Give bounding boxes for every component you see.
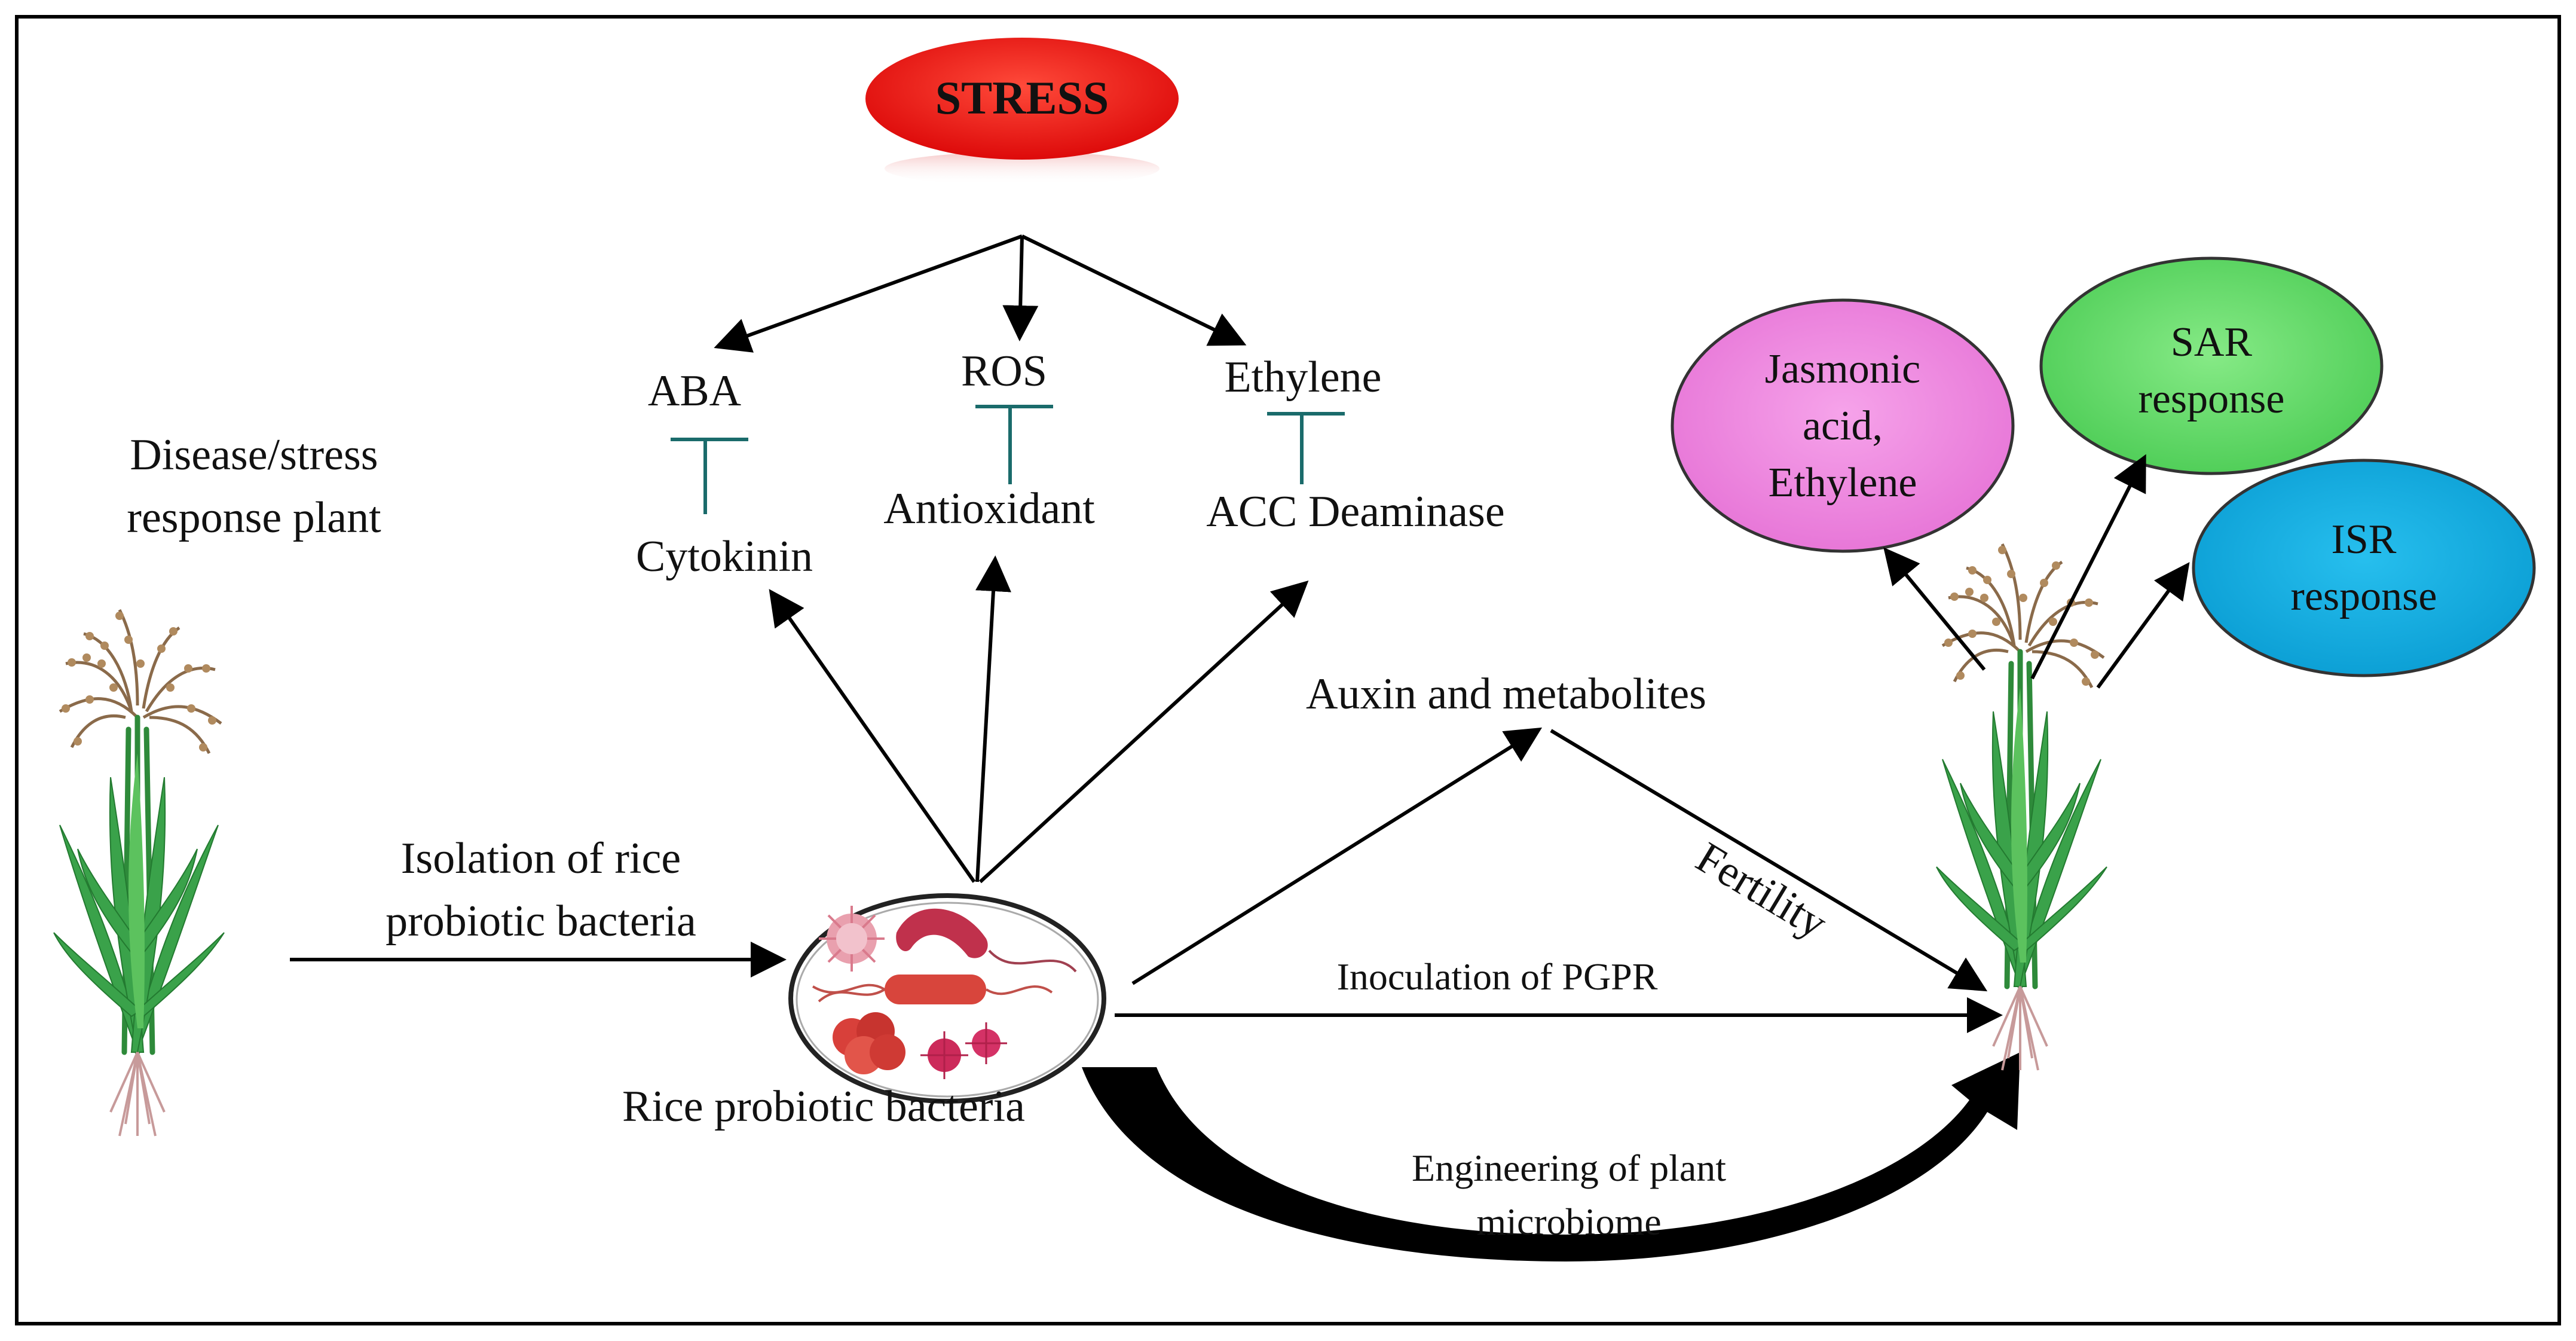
stress-node: STRESS <box>865 38 1179 185</box>
auxin-label: Auxin and metabolites <box>1306 670 1706 719</box>
jasmonic-line1: Jasmonic <box>1765 346 1921 392</box>
sar-line2: response <box>2138 376 2285 422</box>
left-plant-title-1: Disease/stress <box>130 430 378 479</box>
diagram-frame <box>15 15 2561 1325</box>
response-arrows <box>1883 454 2190 689</box>
stress-label: STRESS <box>935 72 1109 124</box>
jasmonic-line3: Ethylene <box>1769 460 1917 506</box>
inhibition-markers <box>671 405 1345 514</box>
isr-line1: ISR <box>2332 517 2397 563</box>
isolation-label-1: Isolation of rice <box>401 834 681 883</box>
stress-shadow <box>885 152 1159 185</box>
stress-oval <box>865 38 1179 160</box>
jasmonic-line2: acid, <box>1803 403 1883 449</box>
isr-bubble: ISR response <box>2192 459 2536 677</box>
aba-label: ABA <box>648 366 741 416</box>
sar-bubble: SAR response <box>2039 256 2384 475</box>
inoculation-label: Inoculation of PGPR <box>1337 955 1658 998</box>
engineering-label-2: microbiome <box>1476 1201 1661 1243</box>
cytokinin-label: Cytokinin <box>636 532 813 581</box>
acc-deaminase-label: ACC Deaminase <box>1206 487 1504 536</box>
antioxidant-label: Antioxidant <box>883 484 1095 533</box>
bacteria-up-arrows <box>769 555 1309 884</box>
isr-line2: response <box>2291 573 2437 619</box>
bacteria-caption: Rice probiotic bacteria <box>622 1082 1025 1131</box>
ros-label: ROS <box>961 347 1047 396</box>
engineering-arrow <box>1082 1052 2020 1261</box>
engineering-label-1: Engineering of plant <box>1412 1147 1726 1189</box>
stress-branch-arrows <box>714 234 1247 353</box>
sar-line1: SAR <box>2171 319 2252 365</box>
jasmonic-bubble: Jasmonic acid, Ethylene <box>1671 298 2015 553</box>
auxin-pathway-arrows <box>1131 727 1988 992</box>
bacteria-cluster-icon <box>788 893 1106 1104</box>
isolation-label-2: probiotic bacteria <box>386 897 696 946</box>
left-plant-title-2: response plant <box>127 493 381 542</box>
ethylene-label: Ethylene <box>1224 353 1381 402</box>
